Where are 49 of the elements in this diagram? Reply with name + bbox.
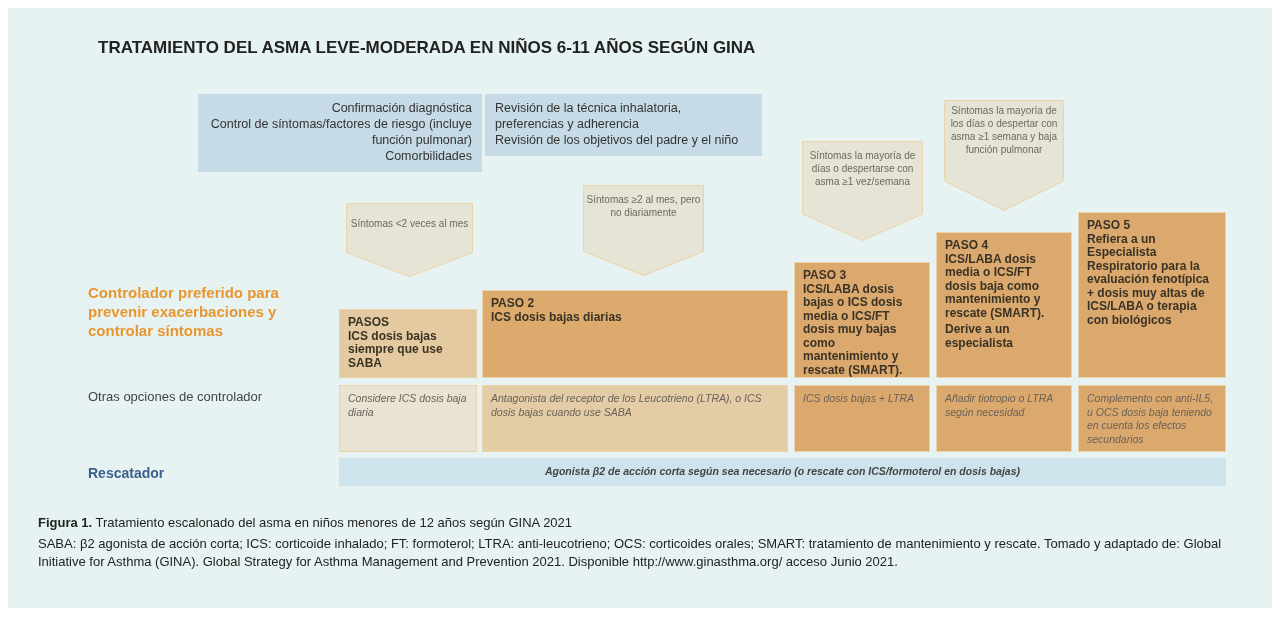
info-text: Control de síntomas/factores de riesgo (incluye función pulmonar): [209, 116, 472, 148]
info-text: Revisión de los objetivos del padre y el niño: [495, 132, 740, 148]
info-text: Comorbilidades: [384, 148, 472, 164]
option-box: [1078, 385, 1226, 452]
condition-text: Síntomas la mayoría de los días o despertar con asma ≥1 semana y baja función pulmonar: [949, 104, 1059, 156]
option-box: [482, 385, 788, 452]
step-heading: PASO 3: [803, 269, 848, 283]
step-text: Refiera a un Especialista Respiratorio para la evaluación fenotípica + dosis muy altas de ICS/LABA o terapia con biológicos: [1087, 232, 1211, 327]
step-box: [1078, 212, 1226, 378]
condition-text: Síntomas ≥2 al mes, pero no diariamente: [585, 193, 702, 219]
row-heading: Rescatador: [88, 465, 166, 481]
step-box: [482, 290, 788, 378]
step-heading: PASO 4: [945, 239, 990, 253]
option-box: [794, 385, 930, 452]
title: TRATAMIENTO DEL ASMA LEVE-MODERADA EN NIÑOS 6-11 AÑOS SEGÚN GINA: [98, 38, 757, 58]
step-text: ICS dosis bajas siempre que use SABA: [348, 329, 444, 370]
option-text: Antagonista del receptor de los Leucotrieno (LTRA), o ICS dosis bajas cuando use SABA: [491, 392, 763, 419]
option-text: Añadir tiotropio o LTRA según necesidad: [945, 392, 1054, 419]
step-heading: PASO 5: [1087, 219, 1132, 233]
step-box: [794, 262, 930, 378]
condition-text: Síntomas la mayoría de días o despertarse con asma ≥1 vez/semana: [808, 149, 917, 188]
down-arrow-shape: [583, 185, 704, 276]
figure-caption: Figura 1. Tratamiento escalonado del asma en niños menores de 12 años según GINA 2021: [38, 515, 574, 530]
info-panel: [485, 94, 762, 156]
down-arrow-shape: [944, 100, 1064, 211]
reliever-band: [339, 458, 1226, 486]
footnote: SABA: β2 agonista de acción corta; ICS: corticoide inhalado; FT: formoterol; LTRA: anti-leucotrieno; OCS: corticoides orales; SMART: tratamiento de mantenimiento y rescate. Tomado y adaptado de: Global Initiative for Asthma (GINA). Global Strategy for Asthma Management and Prevention 2021. Disponible http://www.ginasthma.org/ acceso Junio 2021.: [38, 535, 1223, 571]
step-text: ICS/LABA dosis bajas o ICS dosis media o ICS/FT dosis muy bajas como mantenimiento y rescate (SMART).: [803, 282, 904, 377]
condition-text: Síntomas <2 veces al mes: [349, 217, 470, 230]
info-panel: [198, 94, 482, 172]
step-heading: PASO 2: [491, 297, 536, 311]
row-heading: Controlador preferido para prevenir exacerbaciones y controlar síntomas: [88, 283, 280, 340]
down-arrow-shape: [346, 203, 473, 277]
down-arrow-shape: [802, 141, 923, 241]
info-text: Confirmación diagnóstica: [330, 100, 472, 116]
option-text: Complemento con anti-IL5, u OCS dosis baja teniendo en cuenta los efectos secundarios: [1087, 392, 1215, 446]
info-text: Revisión de la técnica inhalatoria, preferencias y adherencia: [495, 100, 683, 132]
reliever-text: Agonista β2 de acción corta según sea necesario (o rescate con ICS/formoterol en dosis bajas): [543, 465, 1022, 477]
step-box: [936, 232, 1072, 378]
step-note: Derive a un especialista: [945, 323, 1015, 350]
option-box: [339, 385, 477, 452]
option-text: ICS dosis bajas + LTRA: [803, 392, 915, 406]
step-heading: PASOS: [348, 316, 391, 330]
row-heading: Otras opciones de controlador: [88, 389, 264, 404]
step-text: ICS dosis bajas diarias: [491, 310, 623, 324]
option-text: Considere ICS dosis baja diaria: [348, 392, 468, 419]
step-box: [339, 309, 477, 378]
step-text: ICS/LABA dosis media o ICS/FT dosis baja como mantenimiento y rescate (SMART).: [945, 252, 1046, 320]
option-box: [936, 385, 1072, 452]
